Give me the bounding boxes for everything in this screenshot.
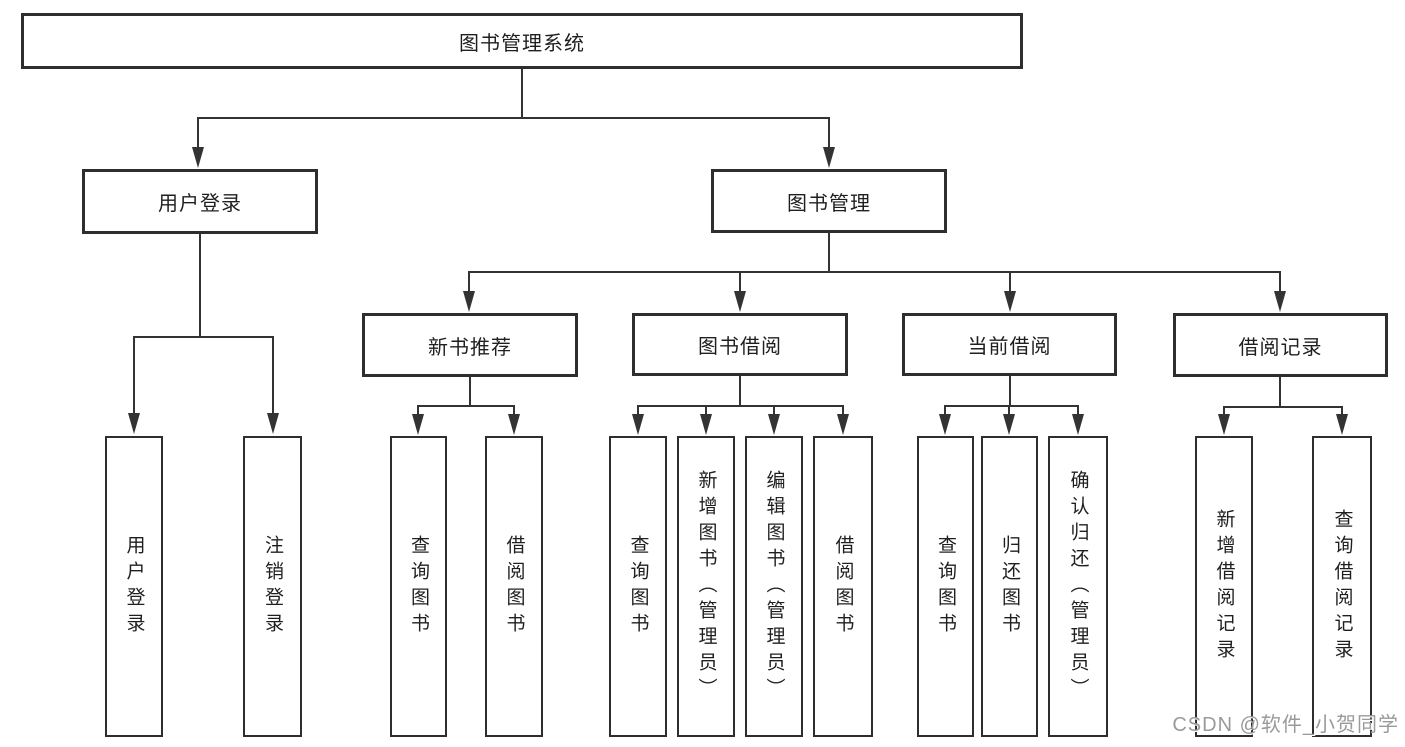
connector-line: [944, 405, 1079, 416]
node-library-system: 图书管理系统: [21, 13, 1023, 69]
node-book-management: 图书管理: [711, 169, 947, 233]
arrowhead: [837, 414, 849, 435]
leaf-label: 查询借阅记录: [1331, 508, 1353, 665]
arrowhead: [632, 414, 644, 435]
leaf-return-books: 归还图书: [981, 436, 1038, 737]
leaf-label: 新增借阅记录: [1213, 508, 1235, 665]
leaf-label: 归还图书: [999, 534, 1020, 639]
node-borrow-records: 借阅记录: [1173, 313, 1388, 377]
arrowhead: [1274, 291, 1286, 312]
leaf-label: 借阅图书: [832, 534, 854, 639]
node-label: 图书管理系统: [459, 32, 585, 55]
leaf-query-borrow-record: 查询借阅记录: [1312, 436, 1372, 737]
connector-line: [197, 117, 830, 150]
node-label: 新书推荐: [428, 336, 512, 359]
arrowhead: [192, 147, 204, 168]
arrowhead: [1003, 414, 1015, 435]
node-label: 当前借阅: [967, 336, 1052, 358]
node-new-book-recommend: 新书推荐: [362, 313, 578, 377]
leaf-confirm-return-admin: 确认归还（管理员）: [1048, 436, 1108, 737]
arrowhead: [1004, 291, 1016, 312]
arrowhead: [1072, 414, 1084, 435]
node-label: 用户登录: [158, 193, 242, 215]
connector-line: [1223, 406, 1343, 416]
connector-line: [417, 405, 515, 416]
arrowhead: [939, 414, 951, 435]
leaf-borrow-borrow-books: 借阅图书: [813, 436, 873, 737]
leaf-add-borrow-record: 新增借阅记录: [1195, 436, 1253, 737]
leaf-logout: 注销登录: [243, 436, 302, 737]
arrowhead: [267, 413, 279, 434]
watermark: CSDN @软件_小贺同学: [1172, 714, 1399, 736]
leaf-recommend-borrow-books: 借阅图书: [485, 436, 543, 737]
arrowhead: [128, 413, 140, 434]
node-label: 图书管理: [787, 192, 871, 215]
node-user-login: 用户登录: [82, 169, 318, 234]
leaf-label: 确认归还（管理员）: [1067, 469, 1089, 704]
arrowhead: [768, 414, 780, 435]
node-current-borrow: 当前借阅: [902, 313, 1117, 376]
leaf-current-query-books: 查询图书: [917, 436, 974, 737]
leaf-label: 查询图书: [627, 534, 649, 639]
leaf-label: 查询图书: [935, 534, 956, 639]
connector-line: [468, 271, 1281, 293]
leaf-user-login: 用户登录: [105, 436, 163, 737]
leaf-label: 借阅图书: [503, 534, 525, 639]
arrowhead: [1336, 414, 1348, 435]
arrowhead: [508, 414, 520, 435]
arrowhead: [412, 414, 424, 435]
node-label: 图书借阅: [698, 336, 782, 358]
arrowhead: [700, 414, 712, 435]
leaf-label: 用户登录: [123, 534, 145, 639]
arrowhead: [463, 291, 475, 312]
connector-line: [133, 336, 274, 415]
node-book-borrow: 图书借阅: [632, 313, 848, 376]
leaf-label: 注销登录: [262, 534, 283, 639]
arrowhead: [1218, 414, 1230, 435]
arrowhead: [734, 291, 746, 312]
leaf-borrow-query-books: 查询图书: [609, 436, 667, 737]
leaf-label: 新增图书（管理员）: [695, 469, 717, 704]
leaf-recommend-query-books: 查询图书: [390, 436, 447, 737]
leaf-add-book-admin: 新增图书（管理员）: [677, 436, 735, 737]
leaf-label: 查询图书: [408, 534, 429, 639]
connector-line: [637, 405, 844, 416]
leaf-label: 编辑图书（管理员）: [763, 469, 785, 704]
arrowhead: [823, 147, 835, 168]
node-label: 借阅记录: [1238, 336, 1323, 359]
leaf-edit-book-admin: 编辑图书（管理员）: [745, 436, 803, 737]
